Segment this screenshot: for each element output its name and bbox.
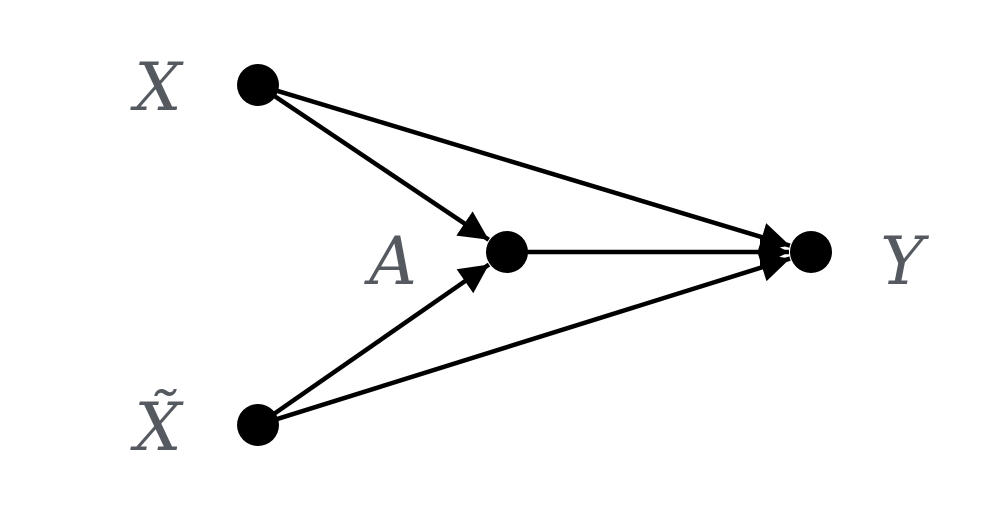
label-y: Y — [880, 223, 929, 300]
label-x: X — [130, 49, 185, 126]
label-xtilde: X̃ — [130, 389, 185, 466]
nodes-group — [237, 64, 832, 446]
edge-xtilde-to-a — [270, 262, 491, 418]
edge-xtilde-to-y — [273, 253, 791, 423]
node-x — [237, 64, 279, 106]
edge-x-to-y — [273, 87, 791, 252]
node-y — [790, 231, 832, 273]
edge-x-to-a — [270, 92, 490, 242]
edges-group — [270, 87, 791, 423]
node-xtilde — [237, 404, 279, 446]
label-a: A — [363, 223, 417, 300]
labels-group: X A Y X̃ — [130, 49, 930, 466]
node-a — [486, 231, 528, 273]
